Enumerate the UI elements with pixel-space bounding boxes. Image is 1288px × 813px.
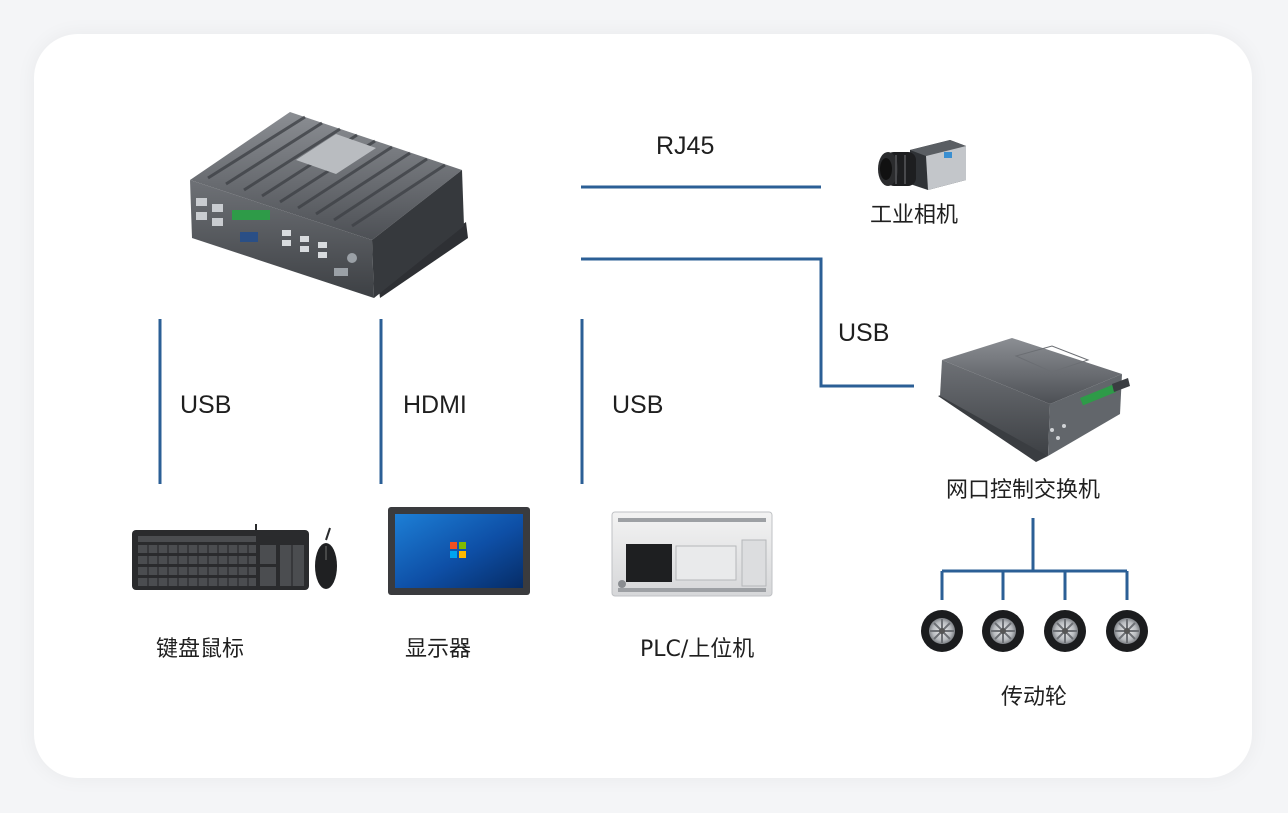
industrial-pc-icon <box>190 112 468 298</box>
camera-label: 工业相机 <box>870 203 959 228</box>
usb-switch-line <box>581 257 914 388</box>
display-label: 显示器 <box>405 637 472 662</box>
connection-lines <box>158 185 1129 600</box>
keyboard-icon <box>132 524 309 590</box>
wheel-bus-lines <box>940 518 1129 600</box>
display-icon <box>388 507 530 595</box>
wheels-label: 传动轮 <box>1001 685 1068 710</box>
hdmi-label: HDMI <box>403 391 467 419</box>
wheels-group <box>921 610 1148 652</box>
mouse-icon <box>315 527 337 589</box>
plc-label: PLC/上位机 <box>640 637 755 662</box>
camera-icon <box>878 140 966 190</box>
plc-icon <box>611 511 773 597</box>
rj45-label: RJ45 <box>656 132 715 160</box>
wheel-icon <box>921 610 963 652</box>
wheel-icon <box>1044 610 1086 652</box>
control-switch-icon <box>938 338 1130 462</box>
usb-switch-label: USB <box>838 319 890 347</box>
keyboard-mouse-label: 键盘鼠标 <box>156 637 245 662</box>
wheel-icon <box>982 610 1024 652</box>
wheel-icon <box>1106 610 1148 652</box>
usb-keyboard-label: USB <box>180 391 232 419</box>
switch-label: 网口控制交换机 <box>946 478 1101 503</box>
usb-plc-label: USB <box>612 391 664 419</box>
